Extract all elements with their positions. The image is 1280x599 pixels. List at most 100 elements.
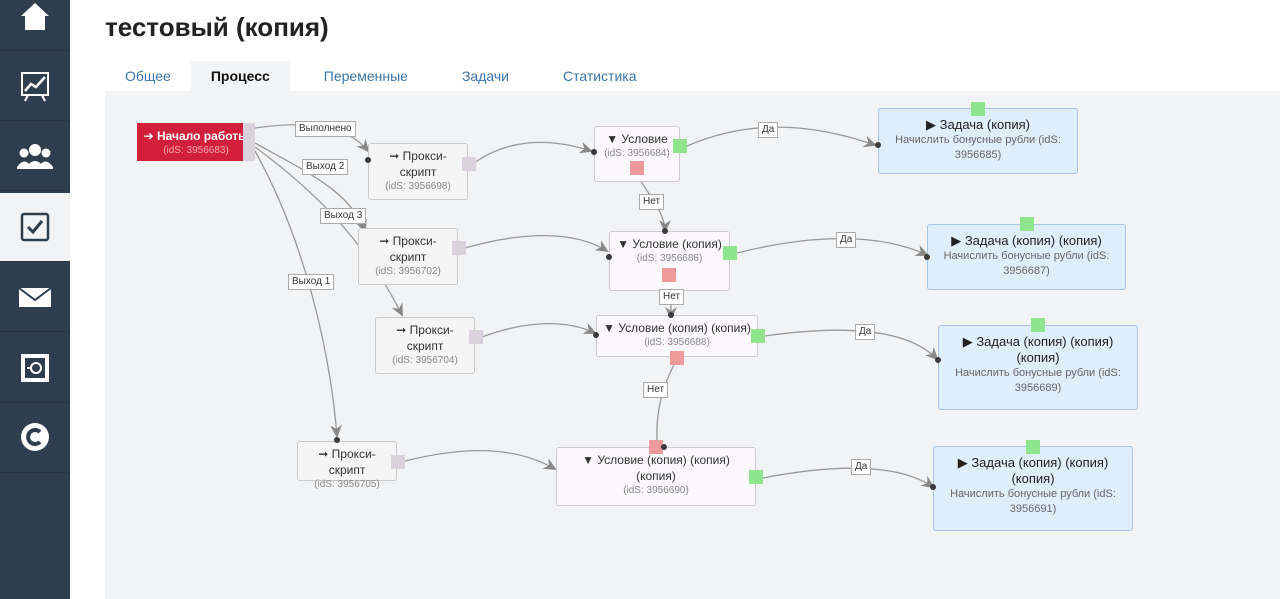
task-node-label: Задача (копия) [939,117,1030,132]
edge-proxy3-cond3 [481,322,597,338]
sidebar-item-safe[interactable] [0,334,70,403]
tab-tasks[interactable]: Задачи [461,68,509,84]
anchor-dot [606,254,612,260]
anchor-dot [935,357,941,363]
process-canvas[interactable]: ➔ Начало работы (idS: 3956683) ➞ Прокси-… [105,91,1280,599]
edge-start-proxy4 [254,150,343,438]
edge-cond3-task3 [764,329,939,361]
users-icon [17,144,53,169]
anchor-dot [875,142,881,148]
edge-label-yes-4: Да [851,459,872,475]
sidebar-item-home[interactable] [0,0,70,51]
condition-node-id: (idS: 3956690) [623,485,689,496]
filter-icon: ▼ [582,453,594,467]
task-node-1[interactable]: ▶ Задача (копия) Начислить бонусные рубл… [878,108,1078,174]
arrow-right-icon: ➞ [379,234,390,248]
page-title: тестовый (копия) [105,12,329,42]
logo-c-icon [21,423,49,455]
condition-node-4-in-port[interactable] [649,440,663,454]
condition-node-id: (idS: 3956684) [604,148,670,159]
anchor-dot [924,254,930,260]
condition-node-4[interactable]: ▼ Условие (копия) (копия) (копия) (idS: … [556,447,756,506]
play-icon: ▶ [957,455,968,470]
start-node[interactable]: ➔ Начало работы (idS: 3956683) [137,123,255,161]
play-icon: ▶ [962,334,973,349]
anchor-dot [930,484,936,490]
condition-node-2-yes-port[interactable] [723,246,737,260]
proxy-node-id: (idS: 3956698) [385,181,451,192]
condition-node-2-no-port[interactable] [662,268,676,282]
condition-node-1-yes-port[interactable] [673,139,687,153]
proxy-node-id: (idS: 3956702) [375,266,441,277]
condition-node-4-yes-port[interactable] [749,470,763,484]
arrow-right-icon: ➞ [318,447,329,461]
proxy-node-3[interactable]: ➞ Прокси-скрипт (idS: 3956704) [375,317,475,374]
anchor-dot [662,228,668,234]
proxy-node-4-port[interactable] [391,455,405,469]
edge-label-yes-2: Да [836,232,857,248]
proxy-node-2[interactable]: ➞ Прокси-скрипт (idS: 3956702) [358,228,458,285]
edge-cond3-cond4 [650,358,678,455]
sidebar-item-processes[interactable] [0,193,70,262]
sign-in-icon: ➔ [143,129,154,143]
play-icon: ▶ [951,233,962,248]
sidebar-item-users[interactable] [0,122,70,191]
checkbox-icon [20,212,50,242]
task-node-1-port[interactable] [971,102,985,116]
edge-proxy1-cond1 [473,141,593,164]
anchor-dot [365,157,371,163]
sidebar-item-mail[interactable] [0,263,70,332]
edge-label-exit3: Выход 3 [320,208,367,224]
condition-node-1-no-port[interactable] [630,161,644,175]
tab-process[interactable]: Процесс [190,61,290,91]
start-node-id: (idS: 3956683) [163,145,229,156]
proxy-node-1-port[interactable] [462,157,476,171]
proxy-node-3-port[interactable] [469,330,483,344]
proxy-node-label: Прокси-скрипт [389,234,437,264]
tab-statistics[interactable]: Статистика [562,68,637,84]
tab-variables[interactable]: Переменные [323,68,408,84]
start-node-port[interactable] [243,123,255,161]
edge-label-no-3: Нет [643,382,669,398]
safe-icon [21,354,49,382]
edge-proxy2-cond2 [464,234,609,253]
condition-node-label: Условие (копия) (копия) [618,321,751,335]
task-node-4-port[interactable] [1026,440,1040,454]
proxy-node-4[interactable]: ➞ Прокси-скрипт (idS: 3956705) [297,441,397,490]
task-node-4[interactable]: ▶ Задача (копия) (копия) (копия) Начисли… [933,446,1133,531]
condition-node-3-yes-port[interactable] [751,329,765,343]
tab-general[interactable]: Общее [125,68,171,84]
sidebar-item-reports[interactable] [0,52,70,121]
edge-proxy4-cond4 [404,449,557,470]
edge-label-done: Выполнено [295,121,356,137]
proxy-node-2-port[interactable] [452,241,466,255]
condition-node-2[interactable]: ▼ Условие (копия) (idS: 3956686) [609,231,730,291]
filter-icon: ▼ [617,237,630,251]
edge-label-no-2: Нет [659,289,685,305]
condition-node-id: (idS: 3956688) [644,337,710,348]
proxy-node-label: Прокси-скрипт [328,447,376,477]
chart-icon [21,72,49,102]
task-node-3-port[interactable] [1031,318,1045,332]
proxy-node-1[interactable]: ➞ Прокси-скрипт (idS: 3956698) [368,143,468,200]
task-node-2-port[interactable] [1020,217,1034,231]
anchor-dot [591,149,597,155]
task-node-3[interactable]: ▶ Задача (копия) (копия) (копия) Начисли… [938,325,1138,410]
condition-node-id: (idS: 3956686) [636,253,703,264]
arrow-right-icon: ➞ [389,149,400,163]
task-node-2[interactable]: ▶ Задача (копия) (копия) Начислить бонус… [927,224,1126,290]
anchor-dot [668,312,674,318]
task-node-label: Задача (копия) (копия) (копия) [971,455,1109,486]
proxy-node-id: (idS: 3956705) [314,479,380,490]
task-node-label: Задача (копия) (копия) (копия) [976,334,1114,365]
arrow-right-icon: ➞ [396,323,407,337]
task-node-desc: Начислить бонусные рубли (idS: 3956687) [943,250,1110,277]
play-icon: ▶ [926,117,937,132]
condition-node-3-no-port[interactable] [670,351,684,365]
sidebar-item-brand[interactable] [0,404,70,473]
edge-label-yes-1: Да [758,122,779,138]
start-node-label: Начало работы [157,129,249,143]
anchor-dot [334,437,340,443]
edge-label-exit1: Выход 1 [288,274,335,290]
edge-label-exit2: Выход 2 [302,159,349,175]
